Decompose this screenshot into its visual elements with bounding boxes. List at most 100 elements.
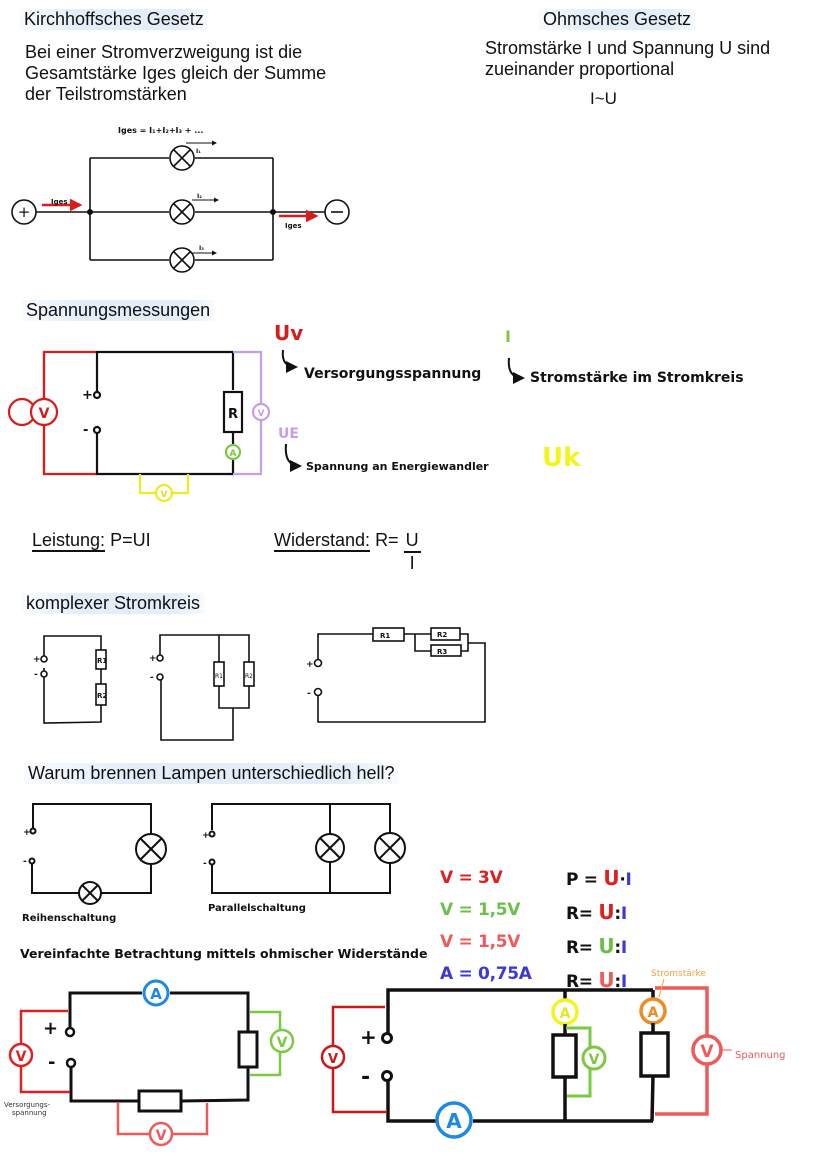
- plus-sign: +: [18, 203, 31, 221]
- formula-i: I: [620, 904, 627, 924]
- formula-prefix: P =: [566, 870, 598, 890]
- i1-label: I₁: [196, 148, 201, 155]
- terminal-icon: [313, 687, 323, 697]
- ammeter-symbol: A: [648, 1005, 659, 1021]
- uk-symbol: Uk: [542, 443, 581, 473]
- resistor-icon: [551, 1033, 578, 1079]
- widerstand-label: Widerstand:: [274, 530, 371, 552]
- voltmeter-icon: [269, 1028, 295, 1054]
- junction-dot: [87, 209, 94, 216]
- leistung-label: Leistung:: [32, 530, 106, 552]
- simplified-label: Vereinfachte Betrachtung mittels ohmisch…: [20, 946, 427, 961]
- lamp-icon: [135, 833, 167, 865]
- lamp-icon: [78, 881, 102, 905]
- terminal-icon: [29, 827, 37, 835]
- values-left-column: V = 3V V = 1,5V V = 1,5V A = 0,75A: [440, 862, 532, 990]
- arrow-icon: [284, 443, 302, 472]
- formula-prefix: R=: [566, 938, 593, 958]
- formula-op: :: [614, 972, 621, 992]
- lampen-title: Warum brennen Lampen unterschiedlich hel…: [24, 763, 399, 784]
- resistor-label: R2: [245, 673, 253, 680]
- iges-in-label: Iges: [51, 198, 68, 206]
- fraction-denominator: I: [409, 553, 415, 573]
- terminal-icon: [313, 658, 323, 668]
- voltmeter-symbol: V: [328, 1052, 338, 1067]
- resistor-label: R2: [97, 692, 107, 700]
- terminal-icon: [156, 673, 164, 681]
- voltmeter-symbol: V: [258, 409, 265, 419]
- terminal-icon: [40, 670, 48, 678]
- ue-symbol: UE: [278, 426, 299, 442]
- ohm-description: Stromstärke I und Spannung U sind zueina…: [485, 38, 770, 80]
- iges-out-label: Iges: [285, 222, 302, 230]
- voltmeter-icon: [29, 397, 59, 427]
- value-row-left: V = 3V: [440, 868, 503, 888]
- voltmeter-symbol: V: [156, 1128, 167, 1144]
- voltmeter-symbol: V: [700, 1042, 714, 1062]
- voltmeter-symbol: V: [39, 406, 50, 422]
- resistor-label: R1: [97, 657, 107, 665]
- spannungsmessungen-title: Spannungsmessungen: [22, 300, 215, 321]
- widerstand-prefix: R=: [375, 530, 399, 550]
- mixed-resistor-circuit: + - R1 R2 R3: [306, 627, 486, 723]
- formula-op: :: [614, 938, 621, 958]
- uv-symbol: Uv: [274, 321, 303, 345]
- minus-sign: -: [203, 859, 207, 869]
- plus-sign: +: [43, 1018, 58, 1039]
- widerstand-formula: Widerstand: R= U I: [274, 530, 421, 574]
- voltmeter-icon: [581, 1045, 607, 1071]
- value-row-right: R= U:I: [566, 896, 632, 930]
- terminal-icon: [92, 425, 102, 435]
- ammeter-icon: [435, 1101, 473, 1139]
- parallel-resistor-circuit: + - R1 R2: [149, 634, 255, 741]
- minus-sign: -: [307, 689, 311, 699]
- formula-op: :: [614, 904, 621, 924]
- series-label: Reihenschaltung: [22, 913, 116, 924]
- kirchhoff-line: Bei einer Stromverzweigung ist die: [25, 42, 303, 62]
- value-row-left: A = 0,75A: [440, 964, 532, 984]
- lamp-icon: [169, 247, 195, 273]
- value-row-right: R= U:I: [566, 930, 632, 964]
- voltmeter-symbol: V: [161, 490, 168, 500]
- plus-sign: +: [23, 828, 31, 838]
- arrow-icon: [507, 357, 525, 384]
- kirchhoff-circuit: Iges = I₁+I₂+I₃ + ... + I₁ I₂ I₃ Iges Ig…: [11, 126, 350, 273]
- resistor-label: R1: [380, 632, 390, 640]
- ohm-title: Ohmsches Gesetz: [539, 9, 696, 30]
- minus-sign: -: [83, 423, 88, 438]
- value-row-left: V = 1,5V: [440, 932, 521, 952]
- leistung-value: P=UI: [110, 530, 151, 550]
- resistor-icon: [639, 1031, 670, 1078]
- ammeter-symbol: A: [150, 985, 162, 1003]
- uv-description: Versorgungsspannung: [304, 366, 481, 382]
- i3-label: I₃: [199, 245, 204, 252]
- formula-i: I: [620, 938, 627, 958]
- formula-u: U: [598, 900, 615, 924]
- parallel-label: Parallelschaltung: [208, 903, 306, 914]
- voltmeter-icon: [691, 1034, 723, 1066]
- terminal-icon: [208, 858, 216, 866]
- minus-sign: -: [150, 673, 154, 683]
- kirchhoff-formula: Iges = I₁+I₂+I₃ + ...: [118, 126, 203, 135]
- stromstaerke-label: Stromstärke: [651, 969, 706, 979]
- voltmeter-icon: [251, 402, 271, 422]
- series-resistor-circuit: + - R1 R2: [33, 635, 107, 724]
- terminal-icon: [208, 830, 216, 838]
- resistor-icon: [237, 1030, 259, 1069]
- lamp-icon: [169, 145, 195, 171]
- formula-i: I: [620, 972, 627, 992]
- formula-u: U: [603, 866, 620, 890]
- i2-label: I₂: [197, 193, 202, 200]
- voltmeter-icon: [320, 1044, 346, 1070]
- ammeter-icon: [224, 443, 242, 461]
- plus-sign: +: [33, 655, 41, 665]
- ohm-line: Stromstärke I und Spannung U sind: [485, 38, 771, 58]
- formula-prefix: R=: [566, 972, 593, 992]
- plus-sign: +: [149, 654, 157, 664]
- i-description: Stromstärke im Stromkreis: [530, 370, 744, 386]
- terminal-icon: [64, 1026, 76, 1038]
- bottom-left-circuit: + - A V V V Versorgungs-spannung: [4, 979, 295, 1147]
- spannung-label: Spannung: [735, 1050, 786, 1061]
- voltmeter-symbol: V: [277, 1035, 288, 1051]
- voltmeter-icon: [148, 1121, 174, 1147]
